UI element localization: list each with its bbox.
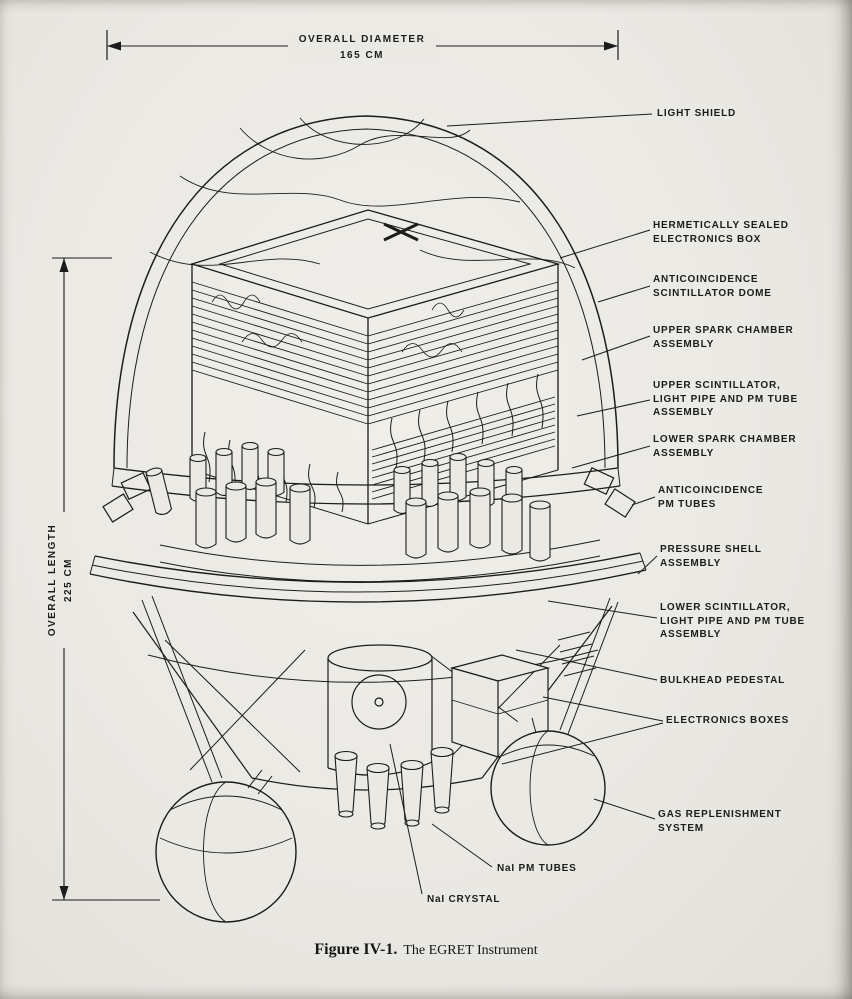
label-pressure-shell: PRESSURE SHELL ASSEMBLY — [660, 544, 762, 569]
length-dimension: OVERALL LENGTH 225 CM — [47, 257, 160, 901]
figure-number: Figure IV-1. — [314, 941, 398, 958]
diameter-label-line1: OVERALL DIAMETER — [299, 34, 426, 45]
label-lower-scintillator: LOWER SCINTILLATOR, LIGHT PIPE AND PM TU… — [660, 602, 806, 640]
leader-lines — [389, 113, 664, 895]
nai-pm-tubes-drawing — [334, 746, 454, 830]
pm-tubes-drawing — [144, 441, 601, 583]
diameter-dimension: OVERALL DIAMETER 165 CM — [106, 30, 619, 61]
label-scintillator-dome: ANTICOINCIDENCE SCINTILLATOR DOME — [653, 274, 772, 299]
label-gas-replenishment: GAS REPLENISHMENT SYSTEM — [658, 809, 782, 834]
gas-spheres-drawing — [155, 717, 606, 923]
upper-spark-chamber-drawing — [191, 281, 559, 425]
label-upper-spark-chamber: UPPER SPARK CHAMBER ASSEMBLY — [653, 325, 794, 350]
label-lower-spark-chamber: LOWER SPARK CHAMBER ASSEMBLY — [653, 434, 797, 459]
pressure-shell-drawing — [89, 552, 647, 603]
light-shield-dome-drawing — [111, 115, 621, 505]
diameter-label-line2: 165 CM — [340, 50, 384, 61]
length-label-line1: OVERALL LENGTH — [47, 524, 58, 636]
label-nai-crystal: NaI CRYSTAL — [427, 894, 501, 905]
label-nai-pm-tubes: NaI PM TUBES — [497, 863, 577, 874]
label-electronics-box: HERMETICALLY SEALED ELECTRONICS BOX — [653, 220, 789, 245]
label-electronics-boxes: ELECTRONICS BOXES — [666, 715, 790, 726]
label-light-shield: LIGHT SHIELD — [657, 108, 737, 119]
anticoincidence-pm-tubes-drawing — [102, 466, 636, 523]
figure-title: The EGRET Instrument — [403, 943, 538, 958]
label-upper-scintillator: UPPER SCINTILLATOR, LIGHT PIPE AND PM TU… — [653, 380, 799, 418]
figure-caption: Figure IV-1. The EGRET Instrument — [0, 941, 852, 959]
length-label-line2: 225 CM — [63, 558, 74, 602]
label-bulkhead-pedestal: BULKHEAD PEDESTAL — [660, 675, 786, 686]
label-anticoincidence-pm: ANTICOINCIDENCE PM TUBES — [658, 485, 764, 510]
